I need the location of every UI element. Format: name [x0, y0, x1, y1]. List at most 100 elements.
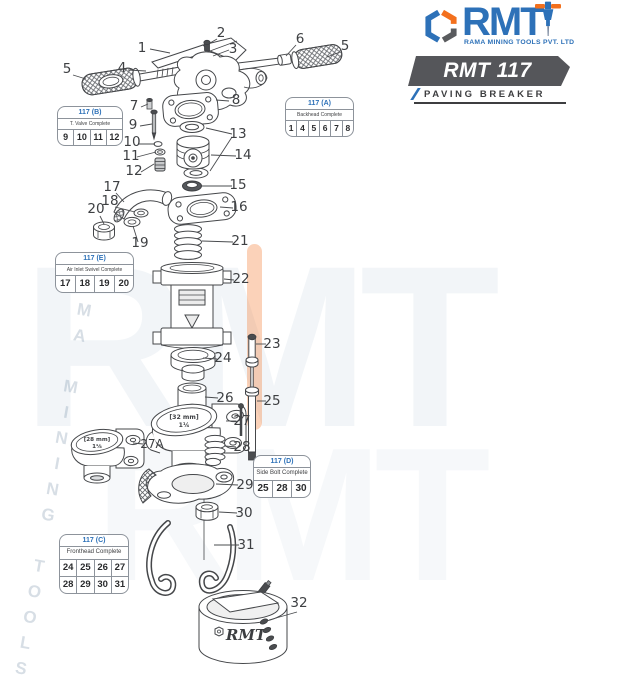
- callout-19: 19: [131, 235, 148, 251]
- jackhammer-icon: [535, 1, 561, 37]
- callout-17: 17: [103, 179, 120, 195]
- part-30-nut: [195, 501, 219, 521]
- table-117e: 117 (E) Air Inlet Swivel Complete 17 18 …: [55, 252, 134, 294]
- part-10-ring: [153, 141, 163, 147]
- callout-10: 10: [123, 134, 140, 150]
- table-cell: 9: [58, 130, 75, 146]
- table-cell: 8: [345, 123, 351, 134]
- part-21-spring: [174, 224, 202, 260]
- part-28-spring: [204, 403, 244, 467]
- table-117c-subtitle: Fronthead Complete: [60, 547, 128, 560]
- callout-28: 28: [233, 439, 250, 455]
- part-20-swivel-nut: [93, 221, 115, 241]
- fronthead-size-in: 1¼: [179, 422, 190, 429]
- part-31-retainer-spring: [146, 520, 237, 596]
- table-cell: 27: [114, 561, 126, 573]
- part-6-coupling: [277, 53, 292, 66]
- table-117d-title: 117 (D): [254, 456, 310, 468]
- fronthead-alt-size-mm: [28 mm]: [84, 437, 111, 443]
- part-17-swivel-pipe: [113, 189, 173, 223]
- callout-8: 8: [232, 92, 241, 108]
- part-27-fronthead: [32 mm] 1¼: [145, 403, 247, 477]
- table-117e-title: 117 (E): [56, 253, 133, 265]
- part-32-anvil-block: RMT: [198, 580, 288, 664]
- part-19-washer: [123, 216, 141, 228]
- part-18-washer: [133, 208, 149, 218]
- table-117c-row1: 24 25 26 27: [60, 559, 128, 576]
- table-cell: 18: [76, 276, 95, 293]
- table-cell: 1: [286, 121, 298, 137]
- callout-18: 18: [101, 193, 118, 209]
- model-banner: RMT 117: [408, 56, 570, 86]
- table-117b-subtitle: T. Valve Complete: [58, 119, 122, 131]
- part-27a-fronthead-alt: [28 mm] 1⅛: [70, 428, 145, 484]
- part-15-ring: [182, 180, 202, 192]
- table-117d: 117 (D) Side Bolt Complete 25 28 30: [253, 455, 311, 498]
- table-cell: 28: [273, 480, 292, 497]
- tagline-row: PAVING BREAKER: [410, 88, 566, 104]
- callout-1: 1: [138, 40, 147, 56]
- table-117c-row2: 28 29 30 31: [60, 575, 128, 593]
- callout-27a: 27A: [140, 437, 164, 451]
- callout-12: 12: [125, 163, 142, 179]
- table-cell: 19: [95, 276, 115, 293]
- table-cell: 24: [60, 559, 78, 576]
- table-117d-subtitle: Side Bolt Complete: [254, 468, 310, 481]
- table-cell: 25: [254, 480, 273, 497]
- callout-30: 30: [235, 505, 252, 521]
- table-cell: 5: [309, 121, 320, 137]
- table-117a-subtitle: Backhead Complete: [286, 110, 353, 122]
- table-117e-subtitle: Air Inlet Swivel Complete: [56, 265, 133, 277]
- part-29-latch-plate: [138, 463, 235, 560]
- product-tagline: PAVING BREAKER: [424, 88, 546, 100]
- callout-2: 2: [217, 25, 226, 41]
- callout-13: 13: [229, 126, 246, 142]
- part-24-piston: [170, 347, 216, 382]
- callout-20: 20: [87, 201, 104, 217]
- callout-21: 21: [231, 233, 248, 249]
- table-117b-row: 9 10 11 12: [58, 130, 122, 146]
- anvil-brand-label: RMT: [225, 626, 268, 644]
- company-name: RAMA MINING TOOLS PVT. LTD: [464, 39, 575, 46]
- fronthead-size-mm: [32 mm]: [169, 414, 198, 421]
- model-badge: RMT 117: [443, 59, 532, 82]
- callout-9: 9: [129, 117, 138, 133]
- table-cell: 20: [118, 278, 130, 290]
- table-cell: 30: [95, 576, 112, 593]
- part-7-pin: [146, 98, 153, 110]
- part-16-plate: [167, 192, 237, 225]
- callout-15: 15: [229, 177, 246, 193]
- table-cell: 26: [95, 559, 112, 576]
- table-117a-row: 1 4 5 6 7 8: [286, 121, 353, 137]
- table-cell: 7: [331, 121, 343, 137]
- callout-26: 26: [216, 390, 233, 406]
- callout-16: 16: [230, 199, 247, 215]
- part-22-cylinder: [152, 262, 232, 349]
- table-117b-title: 117 (B): [58, 107, 122, 119]
- table-cell: 6: [320, 121, 332, 137]
- part-5-grip-right: [291, 44, 343, 70]
- fronthead-alt-size-in: 1⅛: [92, 444, 102, 450]
- part-5-grip-left: [81, 67, 141, 96]
- table-117a-title: 117 (A): [286, 98, 353, 110]
- table-117d-row: 25 28 30: [254, 480, 310, 497]
- table-cell: 12: [109, 132, 120, 143]
- table-cell: 31: [114, 578, 126, 590]
- table-cell: 10: [74, 130, 91, 146]
- leader-lines: [72, 38, 341, 621]
- table-cell: 25: [77, 559, 95, 576]
- callout-numbers: 1 2 3 4 5 5 6 7 8 9 10 11 12 13 14 15 16…: [63, 25, 350, 611]
- part-2-bolt: [203, 39, 211, 52]
- table-cell: 28: [60, 576, 78, 593]
- callout-7: 7: [130, 98, 139, 114]
- part-12-valve-spool: [154, 157, 166, 172]
- table-117a: 117 (A) Backhead Complete 1 4 5 6 7 8: [285, 97, 354, 138]
- part-9-valve-rod: [150, 109, 158, 141]
- callout-5-left: 5: [63, 61, 72, 77]
- table-cell: 30: [295, 482, 307, 494]
- callout-27: 27: [233, 413, 250, 429]
- part-23-bolt: [245, 333, 259, 389]
- table-117e-row: 17 18 19 20: [56, 276, 133, 293]
